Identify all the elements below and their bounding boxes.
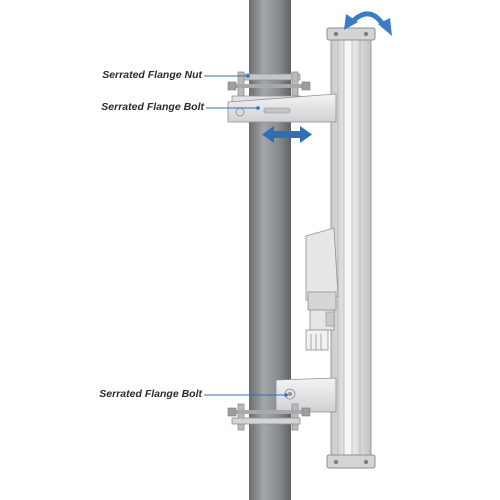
label-serrated-flange-bolt-top: Serrated Flange Bolt [101, 101, 204, 113]
bottom-bracket [227, 377, 337, 431]
leader-lines [204, 74, 288, 397]
connector-housing [305, 227, 339, 351]
rotate-arrow-icon [344, 11, 392, 36]
top-bracket [227, 71, 337, 123]
label-serrated-flange-nut: Serrated Flange Nut [102, 69, 202, 81]
horizontal-adjust-arrow-icon [262, 126, 312, 143]
pole [249, 0, 291, 500]
antenna-panel [326, 27, 376, 469]
label-serrated-flange-bolt-bottom: Serrated Flange Bolt [99, 388, 202, 400]
